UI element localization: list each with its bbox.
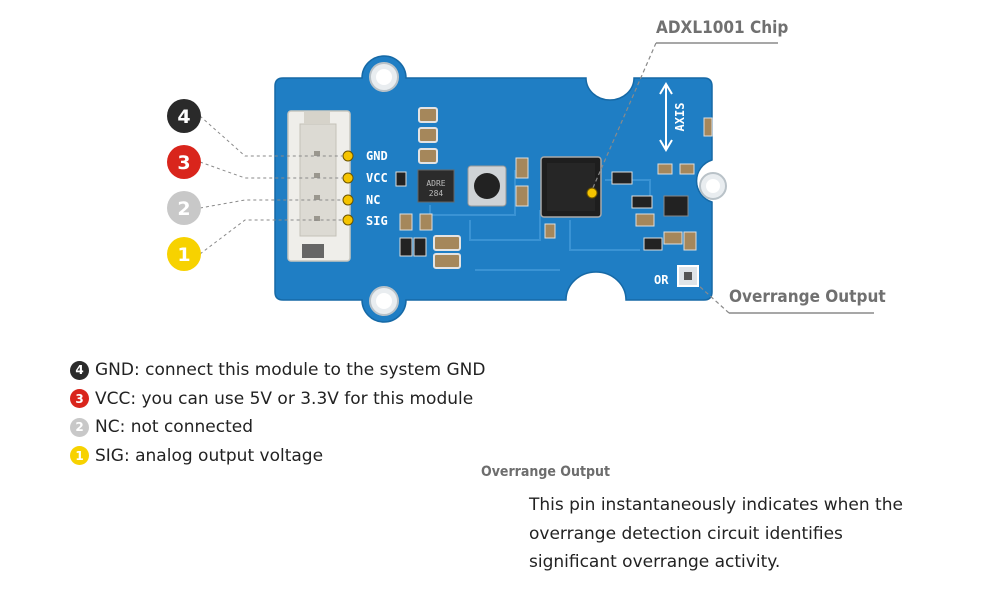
legend-badge: 3 — [70, 389, 89, 409]
pin-label-sig: SIG — [366, 214, 388, 228]
pin-pads — [342, 150, 354, 226]
legend-text: GND: connect this module to the system G… — [95, 360, 486, 381]
grove-connector — [287, 110, 351, 262]
overrange-callout-label: Overrange Output — [729, 287, 886, 307]
axis-label: AXIS — [673, 103, 687, 132]
pin-leaders — [199, 115, 343, 255]
overrange-callout: Overrange Output — [697, 284, 886, 314]
chip-callout: ADXL1001 Chip — [586, 18, 788, 199]
badge-nc: 2 — [167, 191, 201, 225]
legend-badge: 1 — [70, 446, 89, 466]
legend-item: 3 VCC: you can use 5V or 3.3V for this m… — [70, 385, 485, 414]
overrange-description: This pin instantaneously indicates when … — [529, 495, 903, 572]
svg-text:1: 1 — [177, 244, 190, 266]
svg-text:3: 3 — [177, 152, 190, 174]
axis-marking: AXIS — [659, 82, 687, 152]
svg-text:2: 2 — [177, 198, 190, 220]
badge-vcc: 3 — [167, 145, 201, 179]
ic-marking: ADRE — [426, 179, 445, 188]
badge-sig: 1 — [167, 237, 201, 271]
legend-text: SIG: analog output voltage — [95, 445, 324, 466]
legend-text: VCC: you can use 5V or 3.3V for this mod… — [95, 388, 474, 409]
or-label: OR — [654, 273, 669, 287]
pin-silkscreen: GND VCC NC SIG — [366, 149, 388, 228]
ic-marking: 284 — [429, 189, 444, 198]
pin-legend: 4 GND: connect this module to the system… — [70, 356, 485, 470]
pin-label-nc: NC — [366, 193, 380, 207]
legend-item: 2 NC: not connected — [70, 413, 485, 442]
chip-marker — [586, 187, 598, 199]
smd-components: ADRE 284 — [395, 107, 713, 269]
pin-label-gnd: GND — [366, 149, 388, 163]
legend-item: 4 GND: connect this module to the system… — [70, 356, 485, 385]
badge-gnd: 4 — [167, 99, 201, 133]
pin-label-vcc: VCC — [366, 171, 388, 185]
legend-badge: 2 — [70, 417, 89, 437]
chip-callout-label: ADXL1001 Chip — [656, 18, 788, 38]
legend-badge: 4 — [70, 360, 89, 380]
legend-item: 1 SIG: analog output voltage — [70, 442, 485, 471]
legend-text: NC: not connected — [95, 417, 253, 438]
overrange-title: Overrange Output — [481, 464, 611, 480]
svg-text:4: 4 — [177, 106, 190, 128]
pin-badges: 4 3 2 1 — [167, 99, 201, 271]
or-pad: OR — [654, 265, 699, 287]
